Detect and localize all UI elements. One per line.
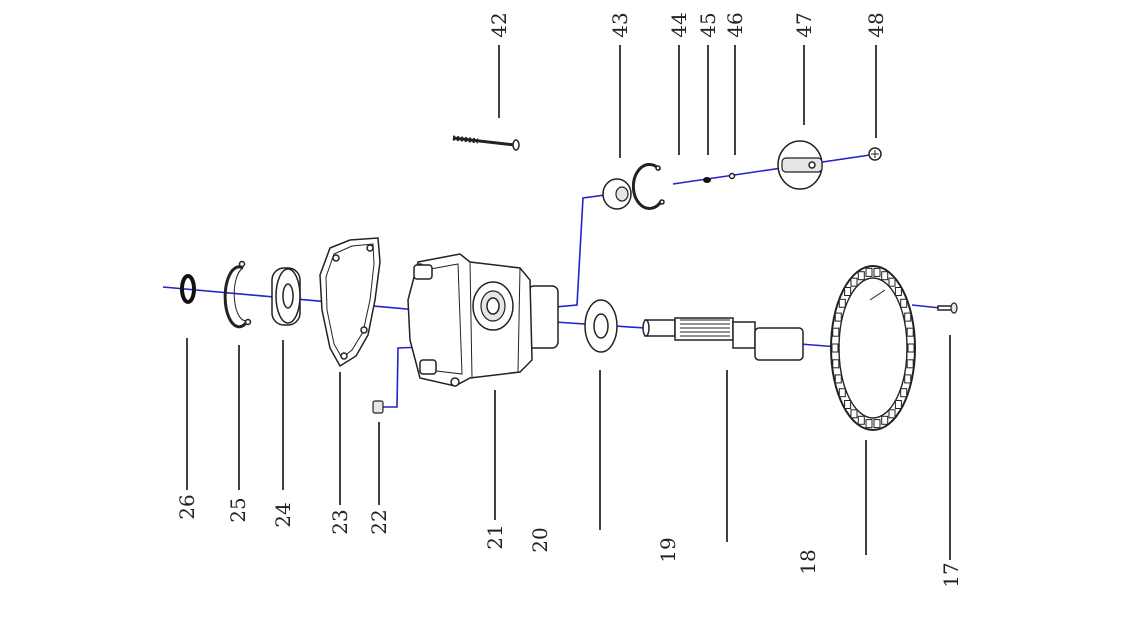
gear-tooth — [857, 415, 865, 425]
part-23-gasket — [319, 237, 381, 368]
label-46: 46 — [723, 12, 747, 37]
gear-tooth — [900, 388, 908, 398]
gear-tooth — [888, 409, 896, 419]
label-42: 42 — [487, 12, 511, 37]
part-labels: 26 25 24 23 22 21 20 19 18 17 42 43 44 4… — [175, 12, 963, 587]
label-20: 20 — [528, 527, 552, 552]
part-25-snap-ring — [223, 260, 252, 329]
gear-tooth — [873, 419, 881, 429]
label-44: 44 — [667, 12, 691, 37]
gear-tooth — [850, 409, 858, 419]
gear-tooth — [831, 343, 839, 353]
part-47-knob — [777, 140, 823, 190]
part-21-housing — [407, 253, 559, 387]
part-45-detent — [703, 177, 711, 183]
gear-tooth — [865, 267, 873, 277]
label-23: 23 — [328, 509, 352, 534]
label-24: 24 — [271, 502, 295, 527]
part-19-shaft — [642, 317, 804, 361]
part-46-ball — [728, 172, 736, 180]
gear-tooth — [888, 277, 896, 287]
gear-tooth — [894, 400, 902, 409]
label-18: 18 — [796, 549, 820, 574]
gear-tooth — [881, 271, 889, 281]
label-48: 48 — [864, 12, 888, 37]
label-25: 25 — [226, 497, 250, 522]
part-44-spring-ring — [631, 162, 665, 210]
part-26-clip — [180, 274, 196, 304]
gear-tooth — [906, 327, 914, 337]
gear-tooth — [904, 312, 912, 322]
gear-tooth — [850, 277, 858, 287]
gear-tooth — [907, 343, 915, 353]
gear-tooth — [844, 400, 852, 409]
gear-tooth — [838, 298, 846, 308]
gear-tooth — [832, 327, 840, 337]
part-22-pin — [372, 400, 384, 414]
gear-tooth — [834, 374, 842, 384]
label-17: 17 — [939, 562, 963, 587]
label-26: 26 — [175, 494, 199, 519]
gear-tooth — [906, 359, 914, 369]
gear-tooth — [904, 374, 912, 384]
label-43: 43 — [608, 12, 632, 37]
part-24-bearing — [271, 267, 301, 326]
ring-gear-teeth — [831, 267, 915, 429]
label-47: 47 — [792, 12, 816, 37]
gear-tooth — [873, 267, 881, 277]
part-48-screw — [868, 147, 882, 161]
gear-tooth — [857, 271, 865, 281]
gear-tooth — [834, 312, 842, 322]
gear-tooth — [832, 359, 840, 369]
part-43-bushing — [602, 178, 632, 210]
label-21: 21 — [483, 524, 507, 549]
gear-tooth — [838, 388, 846, 398]
part-17-screw — [937, 302, 958, 314]
gear-tooth — [865, 419, 873, 429]
leader-lines — [186, 45, 951, 560]
part-18-ring-gear — [830, 265, 916, 431]
part-20-washer — [584, 299, 618, 353]
gear-tooth — [881, 415, 889, 425]
gear-tooth — [900, 298, 908, 308]
gear-tooth — [844, 287, 852, 296]
gear-tooth — [894, 287, 902, 296]
label-22: 22 — [367, 509, 391, 534]
label-19: 19 — [656, 537, 680, 562]
label-45: 45 — [696, 12, 720, 37]
part-42-bolt — [452, 135, 520, 151]
